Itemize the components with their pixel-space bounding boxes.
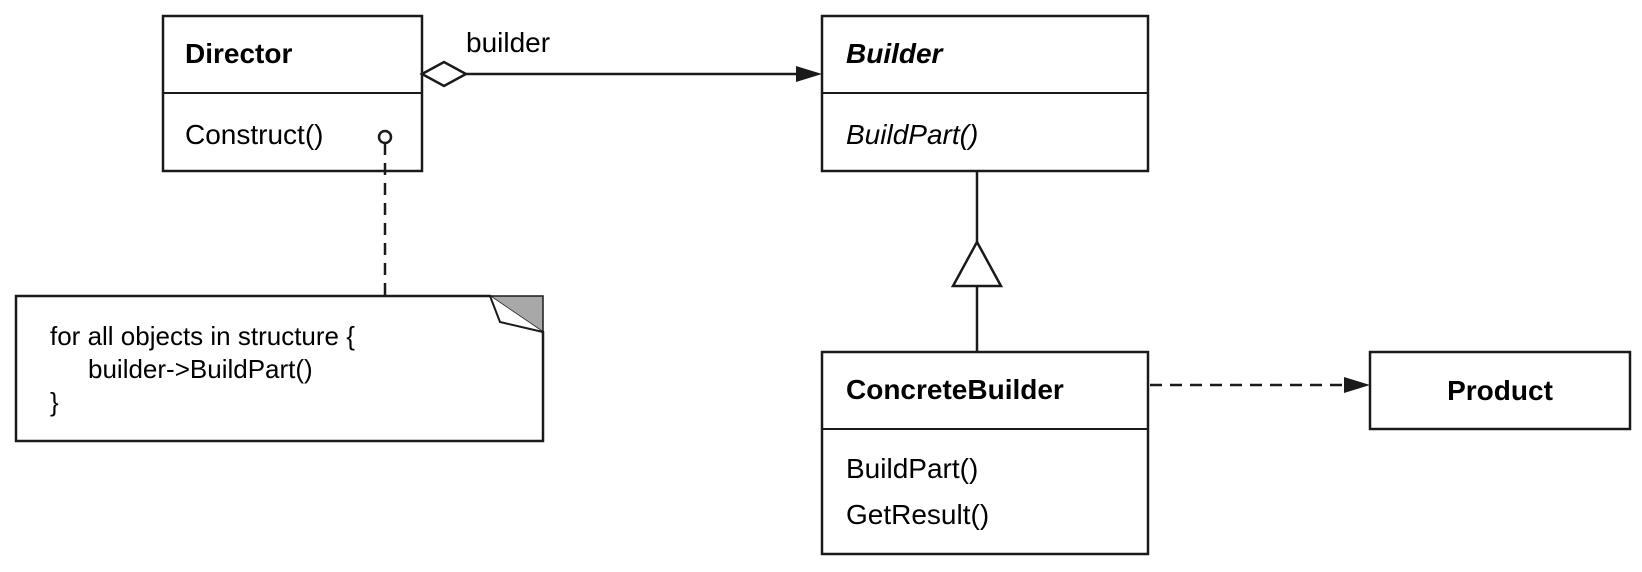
note-line-2: builder->BuildPart() [88,354,313,384]
concrete-builder-class-name: ConcreteBuilder [846,374,1064,405]
arrowhead-icon [796,66,822,82]
association-label-builder: builder [466,27,550,58]
director-class[interactable]: Director Construct() [161,14,424,173]
product-class[interactable]: Product [1368,350,1632,431]
arrowhead-icon [1344,377,1370,393]
dependency-concrete-builder-product [1150,377,1370,393]
builder-class[interactable]: Builder BuildPart() [820,14,1150,173]
concrete-builder-getresult-operation: GetResult() [846,499,989,530]
aggregation-director-builder: builder [419,27,822,88]
concrete-builder-buildpart-operation: BuildPart() [846,453,978,484]
director-construct-operation: Construct() [185,119,323,150]
implementation-note: for all objects in structure { builder->… [14,294,545,443]
inheritance-triangle-icon [950,239,1004,288]
builder-class-name: Builder [846,38,945,69]
aggregation-diamond-icon [419,60,469,88]
note-line-3: } [50,387,59,417]
product-class-name: Product [1447,375,1553,406]
inheritance-concrete-builder-builder [950,171,1004,352]
note-line-1: for all objects in structure { [50,321,355,351]
note-anchor [377,129,393,296]
builder-buildpart-operation: BuildPart() [846,119,978,150]
concrete-builder-class[interactable]: ConcreteBuilder BuildPart() GetResult() [820,350,1150,556]
anchor-circle-icon [377,129,393,145]
director-class-name: Director [185,38,292,69]
